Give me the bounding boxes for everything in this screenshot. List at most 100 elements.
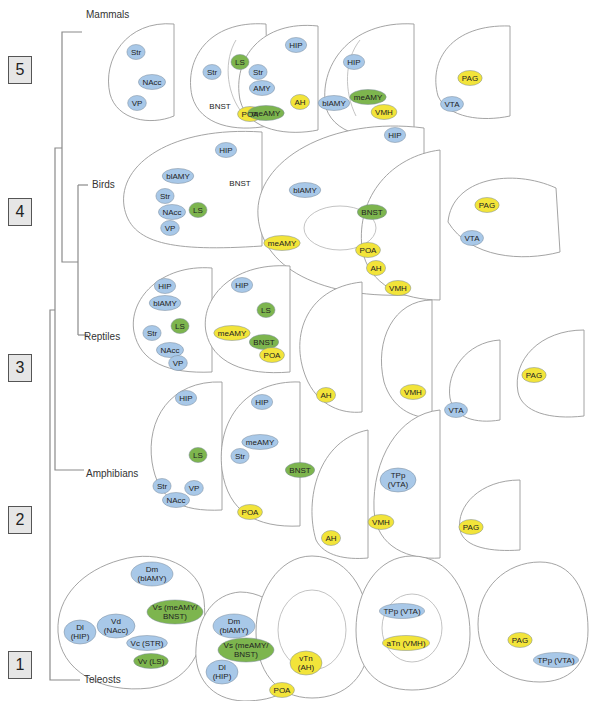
- callout-box: 5: [8, 56, 32, 84]
- region-fills: [64, 38, 579, 698]
- region-label: POA: [360, 246, 377, 255]
- brain-region: [249, 335, 278, 350]
- brain-region: [379, 604, 424, 619]
- region-label: meAMY: [354, 93, 382, 102]
- region-label: POA: [274, 686, 291, 695]
- region-label: meAMY: [218, 329, 246, 338]
- region-label: AH: [325, 534, 336, 543]
- region-label: NAcc: [142, 78, 161, 87]
- callout-box: 3: [8, 354, 32, 382]
- brain-region: [461, 231, 484, 246]
- region-label: LS: [193, 206, 203, 215]
- region-label: Vc (STR): [131, 639, 164, 648]
- brain-region: [127, 45, 145, 60]
- brain-region: [189, 448, 207, 463]
- brain-region: [384, 128, 405, 143]
- brain-region: [290, 95, 309, 110]
- brain-region: [475, 198, 499, 213]
- region-label: POA: [242, 508, 259, 517]
- brain-region: [231, 55, 249, 70]
- taxon-label: Birds: [92, 179, 115, 191]
- brain-region: [153, 479, 171, 494]
- region-label: meAMY: [246, 438, 274, 447]
- brain-region: [371, 105, 397, 120]
- phylogeny-tree: [50, 32, 88, 680]
- region-label: VTA: [449, 406, 464, 415]
- region-label: aTn (VMH): [386, 639, 425, 648]
- brain-region: [445, 403, 468, 418]
- brain-region: [162, 493, 189, 508]
- region-label: VP: [173, 359, 184, 368]
- brain-region: [400, 385, 426, 400]
- region-label: Str: [157, 482, 167, 491]
- region-label: PAG: [463, 523, 479, 532]
- region-label: VMH: [375, 108, 393, 117]
- callout-number: 3: [16, 359, 25, 377]
- brain-region: [169, 356, 188, 371]
- callout-box: 4: [8, 198, 32, 226]
- region-label: BNST: [209, 102, 230, 111]
- brain-region: [213, 614, 255, 638]
- region-label: blAMY: [166, 172, 190, 181]
- region-label: AMY: [253, 84, 270, 93]
- region-label: Str: [253, 68, 263, 77]
- region-label: HIP: [158, 282, 171, 291]
- region-label: blAMY: [293, 186, 317, 195]
- brain-region: [318, 96, 350, 111]
- brain-region: [366, 261, 385, 276]
- region-label: Str: [160, 192, 170, 201]
- brain-region: [249, 81, 274, 96]
- region-label: PAG: [512, 636, 528, 645]
- region-label: HIP: [388, 131, 401, 140]
- region-label: Vd (NAcc): [101, 617, 131, 635]
- brain-region: [343, 55, 364, 70]
- region-label: BNST: [229, 179, 250, 188]
- region-label: VP: [165, 224, 176, 233]
- region-label: Str: [235, 452, 245, 461]
- region-label: VMH: [372, 518, 390, 527]
- brain-region: [533, 653, 578, 668]
- brain-region: [357, 205, 386, 220]
- taxon-label: Teleosts: [84, 674, 121, 686]
- brain-region: [231, 278, 252, 293]
- brain-region: [97, 614, 135, 638]
- brain-region: [138, 75, 165, 90]
- region-label: VTA: [465, 234, 480, 243]
- brain-region: [189, 203, 207, 218]
- region-label: Dm (blAMY): [217, 617, 251, 635]
- region-label: NAcc: [166, 496, 185, 505]
- region-label: Vv (LS): [138, 657, 165, 666]
- region-label: meAMY: [268, 239, 296, 248]
- callout-number: 1: [16, 656, 25, 674]
- region-label: HIP: [235, 281, 248, 290]
- brain-region: [143, 326, 161, 341]
- section-outlines: [58, 24, 588, 701]
- brain-region: [147, 600, 203, 624]
- brain-region: [289, 183, 321, 198]
- callout-number: 4: [16, 203, 25, 221]
- brain-region: [218, 638, 274, 662]
- brain-region: [156, 189, 174, 204]
- brain-region: [441, 97, 464, 112]
- region-label: TPp (VTA): [537, 656, 574, 665]
- brain-region: [161, 221, 180, 236]
- brain-region: [131, 562, 173, 586]
- brain-region: [522, 368, 546, 383]
- region-label: Vs (meAMY/ BNST): [222, 641, 270, 659]
- callout-number: 5: [16, 61, 25, 79]
- callout-number: 2: [16, 511, 25, 529]
- region-label: Str: [147, 329, 157, 338]
- region-label: Dl (HIP): [68, 623, 92, 641]
- taxon-label: Mammals: [86, 9, 129, 21]
- brain-region: [185, 481, 204, 496]
- brain-region: [290, 651, 322, 675]
- taxon-label: Reptiles: [84, 331, 120, 343]
- brain-region: [508, 633, 532, 648]
- brain-region: [368, 515, 394, 530]
- brain-region: [154, 279, 175, 294]
- brain-region: [458, 71, 482, 86]
- region-label: LS: [193, 451, 203, 460]
- region-label: VMH: [389, 284, 407, 293]
- region-label: VMH: [404, 388, 422, 397]
- brain-region: [257, 303, 275, 318]
